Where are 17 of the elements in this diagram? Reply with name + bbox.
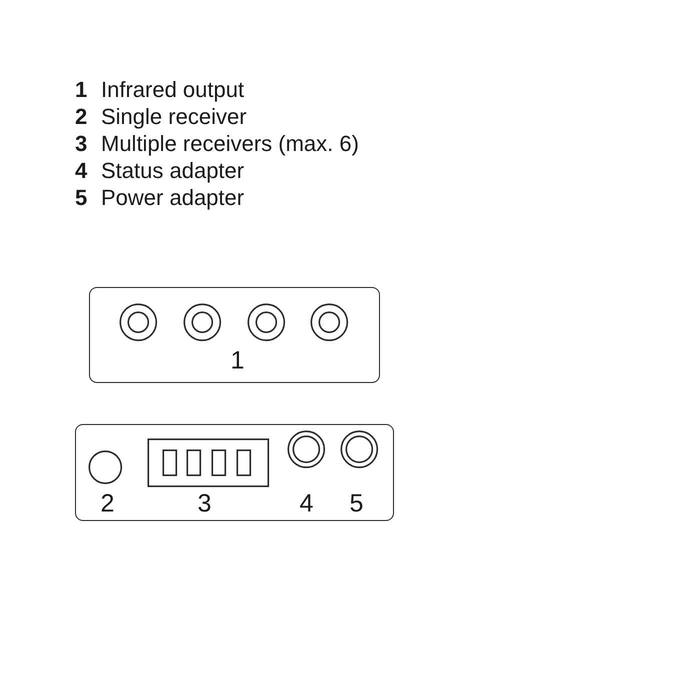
- key-label: Multiple receivers (max. 6): [101, 133, 359, 155]
- key-label: Single receiver: [101, 106, 247, 128]
- key-number: 1: [75, 79, 88, 101]
- device-panel: [75, 424, 394, 521]
- key-number: 2: [75, 106, 88, 128]
- key-label: Infrared output: [101, 79, 244, 101]
- key-number: 3: [75, 133, 88, 155]
- callout-number: 3: [197, 492, 212, 517]
- key-label: Power adapter: [101, 187, 244, 209]
- key-number: 5: [75, 187, 88, 209]
- callout-number: 1: [230, 348, 244, 374]
- callout-number: 2: [100, 492, 114, 517]
- key-number: 4: [75, 160, 88, 182]
- key-label: Status adapter: [101, 160, 244, 182]
- callout-number: 5: [349, 492, 364, 517]
- callout-number: 4: [299, 492, 314, 517]
- device-panel: [89, 287, 380, 383]
